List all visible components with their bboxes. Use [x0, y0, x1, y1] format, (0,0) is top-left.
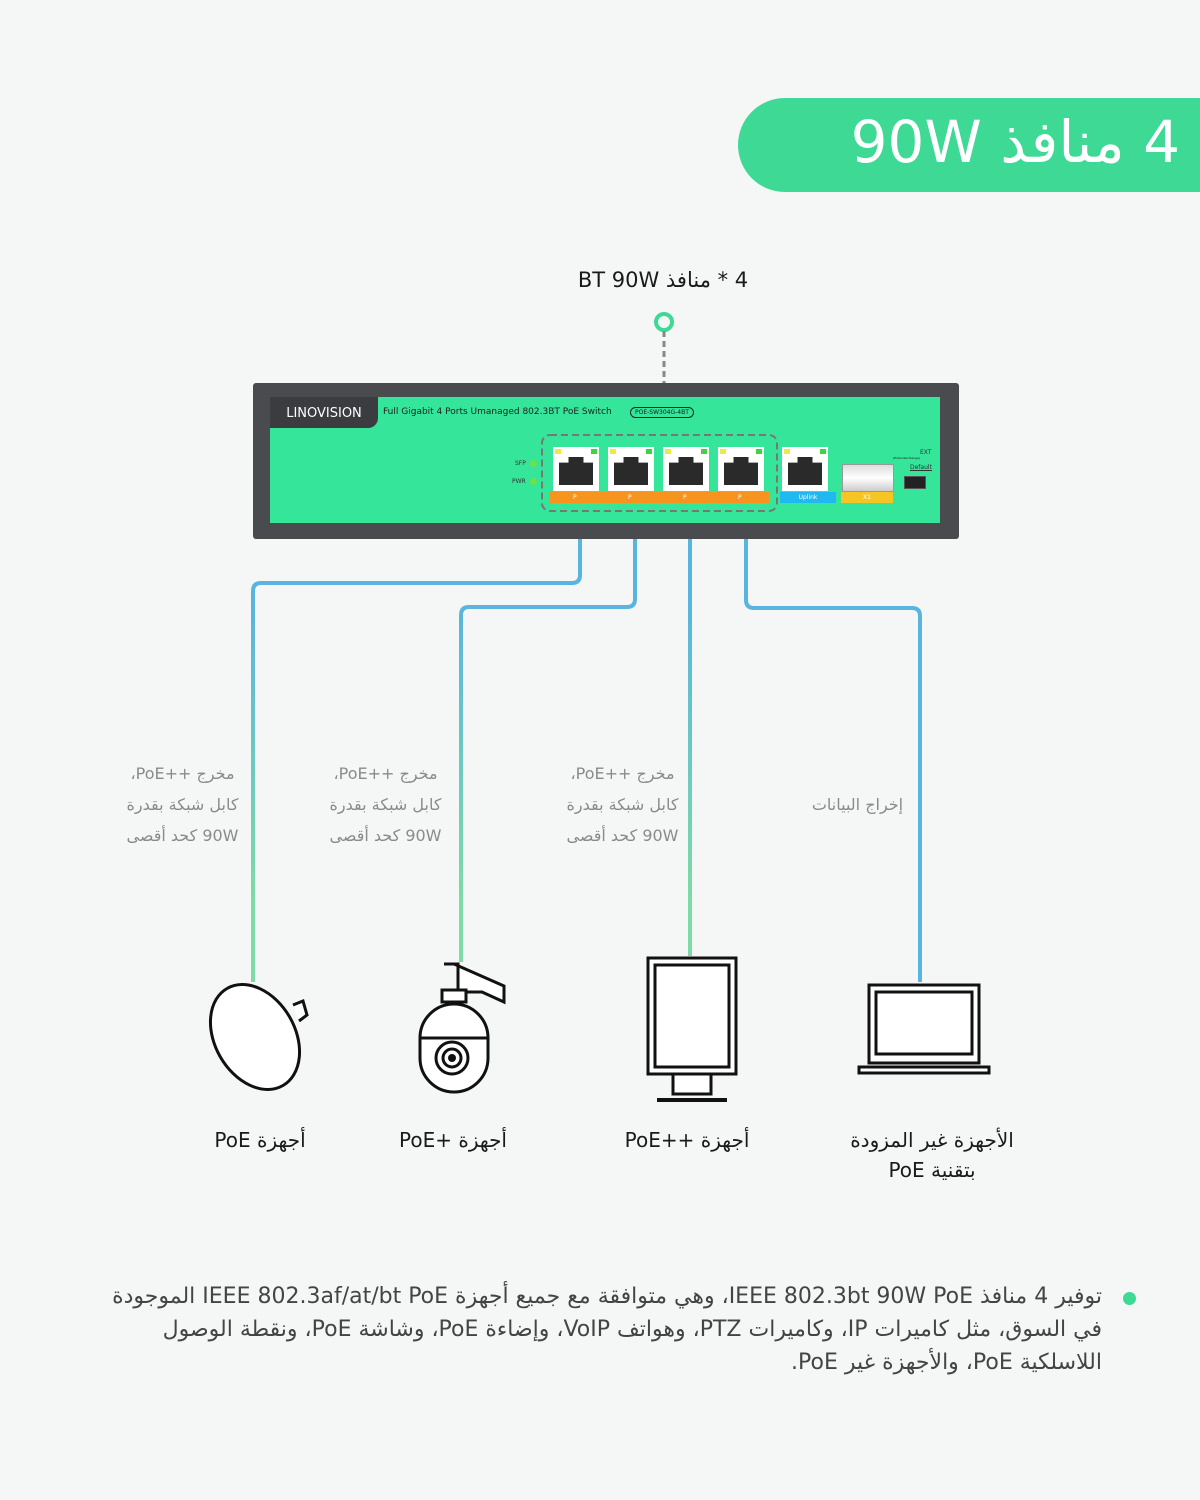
rj45-icon	[559, 457, 593, 485]
access-point-icon	[208, 983, 309, 1091]
ptz-camera-icon	[418, 962, 506, 1094]
banner-title: 4 منافذ 90W	[850, 108, 1180, 176]
rj45-icon	[669, 457, 703, 485]
uplink-tag: Uplink	[780, 492, 836, 503]
port-3[interactable]	[663, 447, 709, 491]
device-label-poe: أجهزة PoE	[214, 1128, 306, 1152]
cable-label-4: إخراج البيانات	[811, 795, 904, 814]
device-label-poe-plus-plus: أجهزة ++PoE	[624, 1128, 750, 1152]
ext-sub-label: (Extended Range)	[893, 456, 921, 460]
cable-1	[251, 505, 582, 982]
ports-label: 4 * منافذ BT 90W	[577, 268, 749, 292]
rj45-icon	[724, 457, 758, 485]
title-banner	[738, 98, 1200, 192]
poe-ports-highlight	[541, 434, 778, 512]
display-icon	[646, 956, 738, 1102]
port-4[interactable]	[718, 447, 764, 491]
model-text: Full Gigabit 4 Ports Umanaged 802.3BT Po…	[383, 407, 612, 417]
sfp-indicator-label: SFP	[515, 460, 526, 467]
description-text: توفير 4 منافذ IEEE 802.3bt 90W PoE، وهي …	[112, 1284, 1102, 1375]
rj45-icon	[614, 457, 648, 485]
sfp-tag: X1	[841, 492, 893, 503]
mode-toggle[interactable]	[904, 476, 926, 489]
device-label-poe-plus: أجهزة +PoE	[398, 1128, 507, 1152]
port-2[interactable]	[608, 447, 654, 491]
rj45-icon	[788, 457, 822, 485]
sfp-led-icon	[530, 460, 537, 467]
cable-2	[459, 505, 637, 962]
cable-4	[744, 505, 922, 982]
model-code: POE-SW304G-4BT	[630, 407, 694, 418]
callout-dot-icon	[654, 312, 674, 332]
ext-label: EXT	[920, 449, 932, 456]
port-1[interactable]	[553, 447, 599, 491]
uplink-port[interactable]	[782, 447, 828, 491]
default-label: Default	[910, 464, 932, 471]
sfp-port[interactable]	[842, 464, 894, 492]
laptop-icon	[857, 983, 991, 1075]
pwr-led-icon	[530, 478, 537, 485]
bullet-icon	[1123, 1292, 1136, 1305]
poe-ports-tag: P P P P	[549, 492, 769, 503]
device-label-non-poe: الأجهزة غير المزودة بتقنية PoE	[850, 1128, 1014, 1182]
pwr-indicator-label: PWR	[512, 478, 526, 485]
brand-logo: LINOVISION	[270, 397, 378, 428]
